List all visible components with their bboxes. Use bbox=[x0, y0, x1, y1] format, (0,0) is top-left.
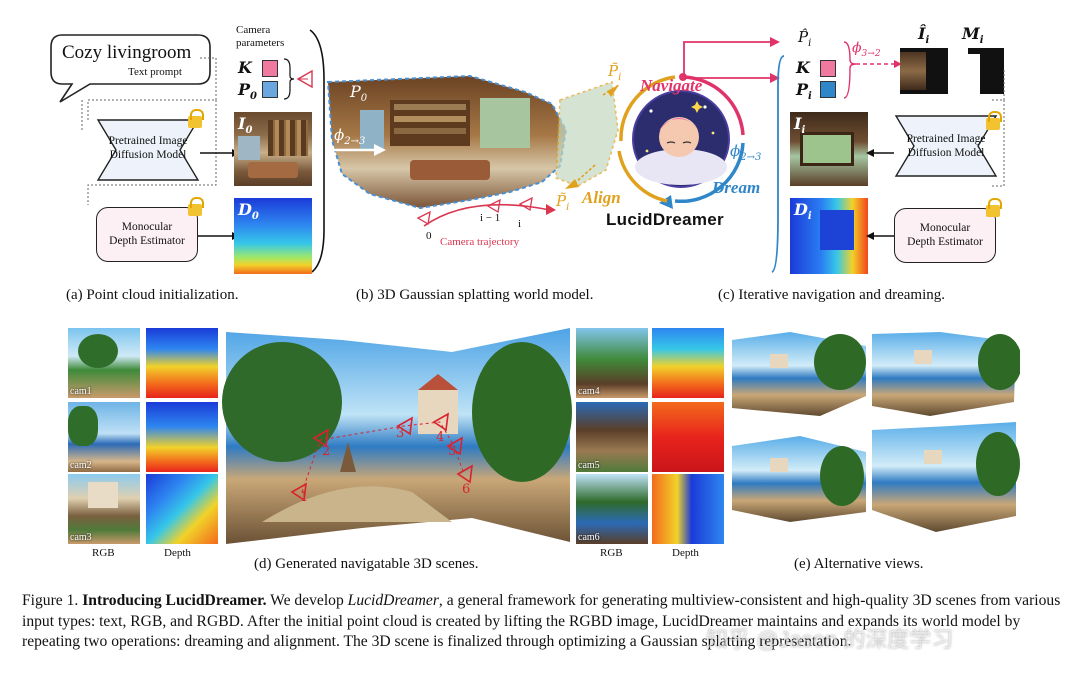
Ii-hat-image bbox=[900, 48, 948, 94]
text-prompt-label: Text prompt bbox=[128, 66, 182, 78]
camera-trajectory bbox=[416, 196, 556, 227]
K-label: K bbox=[796, 58, 810, 77]
navigate-label: Navigate bbox=[640, 76, 703, 95]
point-cloud-visual bbox=[326, 74, 619, 210]
camera-frustum-icon bbox=[283, 58, 313, 100]
cam-label: cam1 bbox=[70, 386, 92, 397]
K-matrix-icon bbox=[262, 60, 278, 77]
P0-label: P0 bbox=[350, 82, 368, 105]
caption-b: (b) 3D Gaussian splatting world model. bbox=[356, 287, 594, 303]
camera-trajectory-label: Camera trajectory bbox=[440, 236, 520, 248]
rgb-thumb-3 bbox=[68, 474, 140, 544]
marker-5: 5 bbox=[448, 444, 457, 459]
Di-label: Di bbox=[794, 200, 812, 223]
cam-label: cam2 bbox=[70, 460, 92, 471]
figure-title: Introducing LucidDreamer. bbox=[82, 592, 267, 609]
depth-thumb-6 bbox=[652, 474, 724, 544]
P0-label: P0 bbox=[238, 80, 257, 103]
Mi-mask-image bbox=[958, 48, 1004, 94]
lock-icon bbox=[188, 197, 204, 216]
cam-label: cam6 bbox=[578, 532, 600, 543]
depth-thumb-1 bbox=[146, 328, 218, 398]
align-label: Align bbox=[582, 188, 621, 207]
Ii-hat-label: Îi bbox=[918, 24, 930, 47]
lucid-dreamer-logo-text: LucidDreamer bbox=[606, 210, 724, 229]
Di-depth-image bbox=[790, 198, 868, 274]
marker-1: 1 bbox=[300, 490, 309, 505]
marker-4: 4 bbox=[436, 430, 445, 445]
depth-estimator-box bbox=[894, 208, 996, 263]
lock-icon bbox=[986, 111, 1002, 130]
cam-label: cam5 bbox=[578, 460, 600, 471]
Ii-label: Ii bbox=[794, 114, 806, 137]
I0-label: I0 bbox=[238, 114, 253, 137]
depth-estimator-box bbox=[96, 207, 198, 262]
depth-column-label: Depth bbox=[672, 547, 699, 559]
marker-3: 3 bbox=[396, 426, 405, 441]
rgb-column-label: RGB bbox=[92, 547, 115, 559]
depth-column-label: Depth bbox=[164, 547, 191, 559]
rgb-thumb-4 bbox=[576, 328, 648, 398]
Mi-label: Mi bbox=[962, 24, 984, 47]
figure-caption: Figure 1. Introducing LucidDreamer. We d… bbox=[22, 591, 1062, 653]
depth-estimator-label: Monocular Depth Estimator bbox=[109, 221, 185, 247]
lock-icon bbox=[188, 109, 204, 128]
caption-d: (d) Generated navigatable 3D scenes. bbox=[254, 556, 479, 572]
D0-depth-image bbox=[234, 198, 312, 274]
phi-32-label: ϕ3→2 bbox=[852, 40, 881, 59]
Pi-hat-label: P̂i bbox=[798, 28, 812, 49]
cam-label: cam4 bbox=[578, 386, 600, 397]
traj-label-i: i bbox=[518, 218, 522, 230]
traj-label-im1: i − 1 bbox=[480, 212, 501, 224]
rgb-thumb-6 bbox=[576, 474, 648, 544]
rgb-thumb-1 bbox=[68, 328, 140, 398]
caption-c: (c) Iterative navigation and dreaming. bbox=[718, 287, 945, 303]
figure-number: Figure 1. bbox=[22, 592, 79, 609]
caption-text: We develop bbox=[266, 592, 348, 609]
Pi-tilde-top: P̃i bbox=[608, 62, 622, 83]
depth-thumb-2 bbox=[146, 402, 218, 472]
panel-c-connectors bbox=[683, 37, 902, 273]
speech-bubble bbox=[50, 34, 211, 103]
caption-italic: LucidDreamer bbox=[347, 592, 439, 609]
K-matrix-icon bbox=[820, 60, 836, 77]
depth-thumb-3 bbox=[146, 474, 218, 544]
lock-icon bbox=[986, 198, 1002, 217]
phi-23-right: ϕ2→3 bbox=[730, 142, 762, 163]
depth-thumb-4 bbox=[652, 328, 724, 398]
cycle-diagram bbox=[565, 73, 745, 209]
K-label: K bbox=[238, 58, 252, 77]
Ii-image bbox=[790, 112, 868, 186]
P0-matrix-icon bbox=[262, 81, 278, 98]
text-prompt-value: Cozy livingroom bbox=[62, 42, 192, 63]
caption-text: , a general framework for generating mul… bbox=[22, 592, 1061, 650]
cam-label: cam3 bbox=[70, 532, 92, 543]
Pi-label: Pi bbox=[796, 80, 812, 103]
caption-a: (a) Point cloud initialization. bbox=[66, 287, 239, 303]
navigatable-scene-render bbox=[222, 328, 572, 544]
depth-estimator-label: Monocular Depth Estimator bbox=[907, 222, 983, 248]
rgb-thumb-2 bbox=[68, 402, 140, 472]
D0-label: D0 bbox=[238, 200, 259, 223]
depth-thumb-5 bbox=[652, 402, 724, 472]
I0-image bbox=[234, 112, 312, 186]
rgb-thumb-5 bbox=[576, 402, 648, 472]
Pi-tilde-bottom: P̃i bbox=[556, 192, 570, 213]
caption-e: (e) Alternative views. bbox=[794, 556, 924, 572]
dream-label: Dream bbox=[712, 178, 761, 197]
arrow-icon bbox=[332, 144, 386, 156]
diffusion-model-label: Pretrained Image Diffusion Model bbox=[108, 135, 188, 161]
traj-label-0: 0 bbox=[426, 230, 432, 242]
alternative-views bbox=[732, 332, 1020, 532]
camera-params-label: Camera parameters bbox=[236, 24, 285, 49]
phi-23-label: ϕ2→3 bbox=[334, 126, 366, 147]
panel-c-right-connectors bbox=[866, 70, 1005, 240]
rgb-column-label: RGB bbox=[600, 547, 623, 559]
diffusion-model-label: Pretrained Image Diffusion Model bbox=[906, 133, 986, 159]
marker-2: 2 bbox=[322, 444, 331, 459]
marker-6: 6 bbox=[462, 482, 471, 497]
watermark: 知乎 @Jason 的深度学习 bbox=[706, 627, 954, 652]
Pi-matrix-icon bbox=[820, 81, 836, 98]
